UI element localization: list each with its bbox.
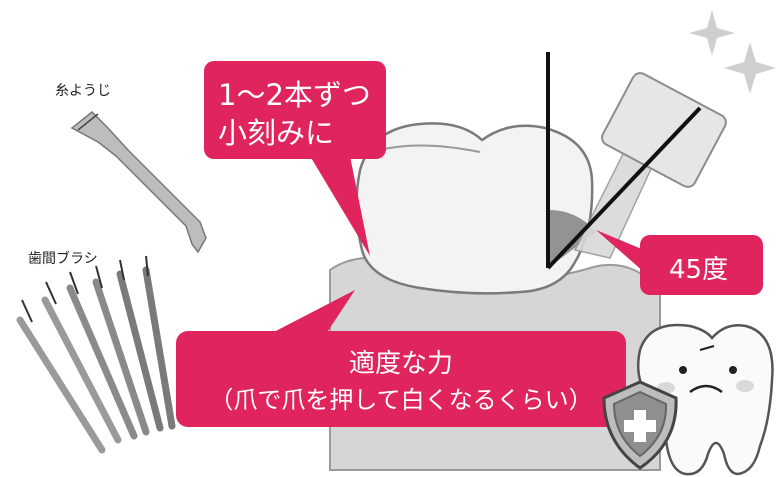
callout-top-line2: 小刻みに (218, 116, 335, 150)
callout-bottom-line1: 適度な力 (348, 349, 453, 379)
callout-bottom-line2: （爪で爪を押して白くなるくらい） (209, 386, 593, 414)
sparkle-icon (689, 10, 776, 94)
interdental-brush-icon (16, 255, 176, 454)
shield-icon (602, 380, 678, 470)
callout-top (204, 61, 386, 256)
angle-label: 45度 (669, 255, 729, 285)
callout-angle (596, 230, 763, 295)
tooth-mascot-icon (637, 323, 774, 476)
tooth-shape (355, 122, 594, 295)
floss-label: 糸ようじ (55, 83, 111, 99)
toothbrush-icon (573, 72, 727, 259)
interdental-brush-label: 歯間ブラシ (28, 251, 98, 267)
callout-bottom (176, 290, 626, 427)
floss-pick-icon (70, 110, 207, 254)
callout-top-line1: 1～2本ずつ (218, 78, 371, 112)
